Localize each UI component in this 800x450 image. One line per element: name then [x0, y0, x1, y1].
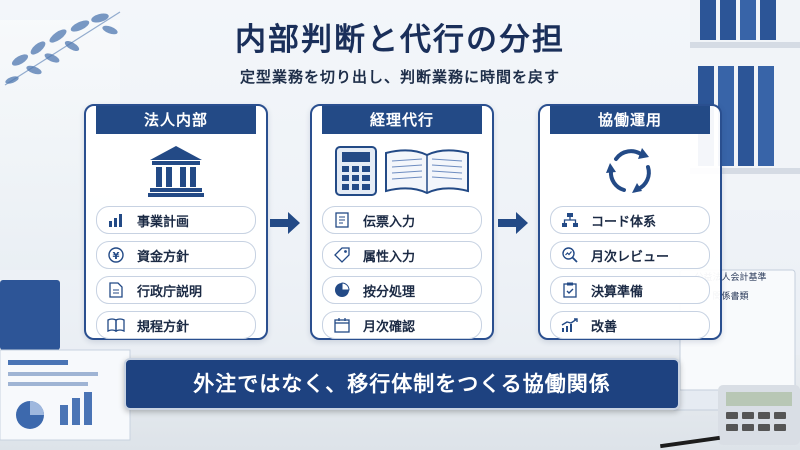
document-icon — [105, 281, 127, 299]
item-list: 伝票入力 属性入力 按分処理 月次確認 — [322, 206, 482, 346]
panel-header: 法人内部 — [96, 106, 256, 134]
decorative-leaves — [4, 11, 121, 86]
org-chart-icon — [559, 211, 581, 229]
bottom-banner: 外注ではなく、移行体制をつくる協働関係 — [124, 358, 680, 410]
checklist-icon — [559, 281, 581, 299]
list-item: 規程方針 — [96, 311, 256, 339]
pie-chart-icon — [331, 281, 353, 299]
list-item: 改善 — [550, 311, 710, 339]
calculator-ledger-icon — [312, 142, 492, 200]
cycle-arrows-icon — [540, 142, 720, 200]
arrow-right-icon — [498, 212, 528, 234]
list-item: 月次レビュー — [550, 241, 710, 269]
panel-header: 経理代行 — [322, 106, 482, 134]
panel-header: 協働運用 — [550, 106, 710, 134]
calendar-icon — [331, 316, 353, 334]
item-label: 行政庁説明 — [137, 284, 203, 300]
item-label: 按分処理 — [363, 284, 416, 300]
item-list: 事業計画 ¥ 資金方針 行政庁説明 規程方針 — [96, 206, 256, 346]
item-label: 事業計画 — [137, 214, 190, 230]
item-label: 月次確認 — [363, 319, 416, 335]
item-label: 規程方針 — [137, 319, 190, 335]
item-label: 決算準備 — [591, 284, 644, 300]
bar-chart-icon — [105, 211, 127, 229]
doc-title-text: 公益法人会計基準 — [694, 273, 767, 283]
list-item: 事業計画 — [96, 206, 256, 234]
list-item: 行政庁説明 — [96, 276, 256, 304]
list-item: 決算準備 — [550, 276, 710, 304]
list-item: ¥ 資金方針 — [96, 241, 256, 269]
list-item: 月次確認 — [322, 311, 482, 339]
item-label: 改善 — [591, 319, 618, 335]
panel-internal: 法人内部 事業計画 ¥ 資金方針 — [84, 104, 268, 340]
bank-building-icon — [86, 142, 266, 200]
item-label: 伝票入力 — [363, 214, 416, 230]
background-doc-title: 公益法人会計基準 関係書類 — [683, 270, 778, 302]
panel-accounting-agent: 経理代行 伝票入力 — [310, 104, 494, 340]
doc-subtitle-text: 関係書類 — [712, 292, 749, 302]
yen-coin-icon: ¥ — [105, 246, 127, 264]
item-label: 属性入力 — [363, 249, 416, 265]
panel-collaborative-operation: 協働運用 コード体系 月次レビュー — [538, 104, 722, 340]
svg-text:¥: ¥ — [113, 251, 120, 262]
item-label: コード体系 — [591, 214, 657, 230]
page-subtitle: 定型業務を切り出し、判断業務に時間を戻す — [239, 68, 560, 86]
list-item: 属性入力 — [322, 241, 482, 269]
trend-up-icon — [559, 316, 581, 334]
list-item: 伝票入力 — [322, 206, 482, 234]
arrow-right-icon — [270, 212, 300, 234]
page-title: 内部判断と代行の分担 — [235, 22, 565, 58]
voucher-icon — [331, 211, 353, 229]
list-item: コード体系 — [550, 206, 710, 234]
tag-icon — [331, 246, 353, 264]
item-label: 資金方針 — [137, 249, 190, 265]
background-books — [0, 280, 131, 441]
magnifier-chart-icon — [559, 246, 581, 264]
item-list: コード体系 月次レビュー 決算準備 改善 — [550, 206, 710, 346]
list-item: 按分処理 — [322, 276, 482, 304]
open-book-icon — [105, 316, 127, 334]
item-label: 月次レビュー — [591, 249, 670, 265]
